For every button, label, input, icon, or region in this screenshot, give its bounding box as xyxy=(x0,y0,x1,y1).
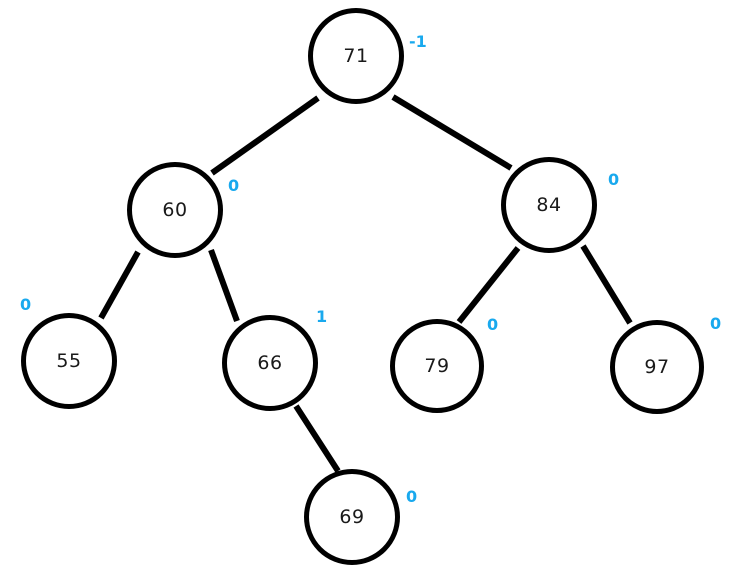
node-key-label: 84 xyxy=(536,193,562,216)
balance-factor-84: 0 xyxy=(608,170,620,189)
tree-node-84[interactable]: 84 xyxy=(501,157,597,253)
node-key-label: 79 xyxy=(424,354,450,377)
balance-factor-69: 0 xyxy=(406,487,418,506)
node-key-label: 66 xyxy=(257,351,283,374)
balance-factor-55: 0 xyxy=(20,295,32,314)
node-key-label: 71 xyxy=(343,44,369,67)
tree-node-66[interactable]: 66 xyxy=(222,315,318,411)
tree-node-97[interactable]: 97 xyxy=(610,320,704,414)
tree-edge xyxy=(210,95,320,176)
tree-edge xyxy=(293,404,341,473)
tree-edge xyxy=(456,246,521,324)
node-key-label: 55 xyxy=(56,349,82,372)
balance-factor-97: 0 xyxy=(710,314,722,333)
balance-factor-66: 1 xyxy=(316,307,328,326)
node-key-label: 69 xyxy=(339,505,365,528)
tree-edge xyxy=(98,250,141,320)
tree-node-71[interactable]: 71 xyxy=(308,8,404,104)
tree-node-79[interactable]: 79 xyxy=(390,319,484,413)
tree-node-55[interactable]: 55 xyxy=(21,313,117,409)
balance-factor-79: 0 xyxy=(487,315,499,334)
node-key-label: 97 xyxy=(644,355,670,378)
balance-factor-71: -1 xyxy=(409,32,427,51)
tree-edge xyxy=(208,248,240,323)
balance-factor-60: 0 xyxy=(228,176,240,195)
node-key-label: 60 xyxy=(162,198,188,221)
tree-edge xyxy=(580,244,633,325)
tree-node-60[interactable]: 60 xyxy=(127,162,223,258)
tree-edge xyxy=(391,94,513,171)
tree-node-69[interactable]: 69 xyxy=(304,469,400,565)
